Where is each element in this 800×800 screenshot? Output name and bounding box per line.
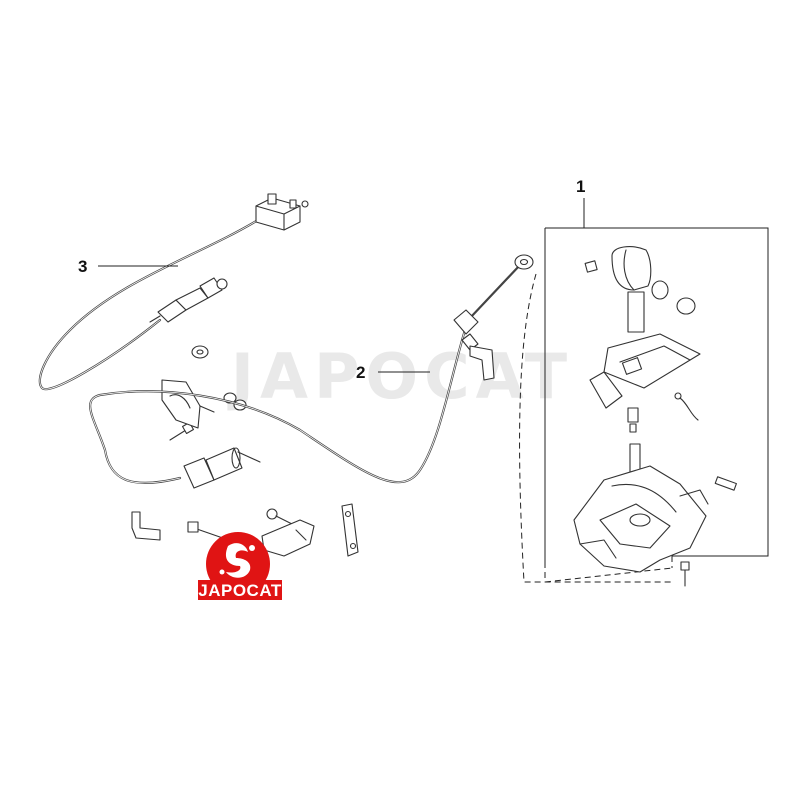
knob-cap — [676, 297, 696, 315]
cable-2-rod-eye — [514, 254, 534, 270]
japocat-logo: JAPOCAT — [198, 532, 282, 600]
bracket-mid — [261, 519, 315, 557]
base-bolt — [680, 561, 690, 587]
indicator-wire — [674, 392, 699, 421]
cable-3-end-bracket — [255, 193, 309, 231]
link-plate — [341, 503, 359, 557]
detent-pin — [627, 407, 639, 433]
logo-text-band — [198, 580, 282, 600]
cable-assembly-3: 3 — [38, 193, 309, 391]
shifter-base — [573, 443, 709, 573]
shift-indicator-panel — [589, 333, 701, 409]
pivot-pin — [714, 476, 737, 491]
shifter-assembly-1: 1 — [519, 177, 769, 587]
callout-3: 3 — [78, 257, 87, 276]
callout-1: 1 — [576, 177, 585, 196]
logo-text: JAPOCAT — [198, 581, 282, 600]
washer-small — [191, 345, 209, 359]
mounting-bracket-left — [161, 379, 215, 429]
cable-assembly-2: 2 — [89, 254, 534, 489]
cable-2-lower-grommet — [183, 447, 261, 489]
bracket-lower-left — [131, 511, 161, 541]
knob-button — [651, 280, 669, 300]
bolt-with-washer — [266, 508, 293, 525]
shift-knob — [611, 246, 652, 333]
watermark-text: JAPOCAT — [227, 340, 573, 413]
cable-2-center-bracket — [469, 345, 495, 381]
cable-3-adjuster — [149, 277, 228, 323]
callout-2: 2 — [356, 363, 365, 382]
cable-2-upper-grommet — [453, 309, 479, 351]
logo-emblem-icon — [219, 543, 255, 578]
assembly-1-frame — [545, 227, 769, 557]
knob-small-nut — [584, 260, 598, 273]
